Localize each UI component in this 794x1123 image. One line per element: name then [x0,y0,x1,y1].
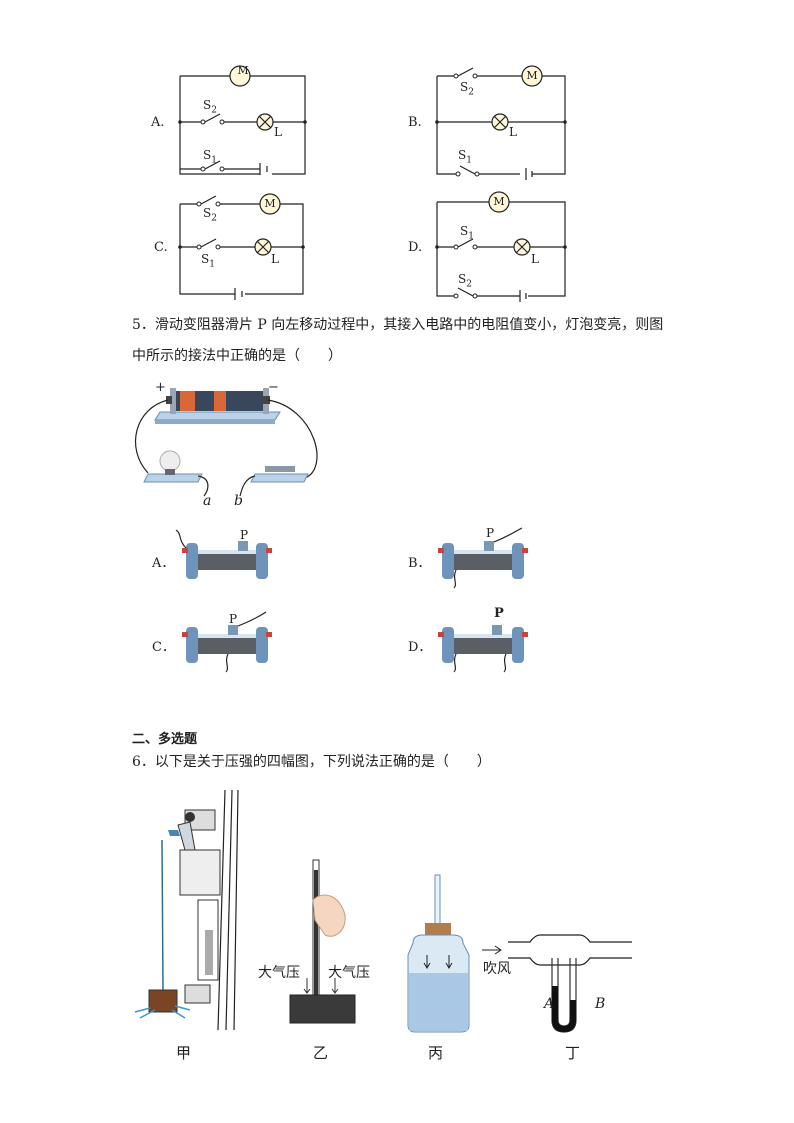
slider-label: P [229,612,238,626]
q4-circuit-c [178,193,305,300]
slider-label: P [240,528,249,542]
motor-label: M [237,64,249,77]
q4-option-c-letter[interactable]: C. [154,240,168,255]
motor-label: M [264,197,276,210]
rheostat-d [438,625,528,673]
q4-circuit-b [435,65,567,180]
q6-text: 6．以下是关于压强的四幅图，下列说法正确的是（ ） [132,754,491,770]
switch-label: S1 [460,224,474,242]
section-title: 二、多选题 [132,732,198,747]
q5-option-d[interactable]: D． [408,640,432,655]
atm-right-label: 大气压 [328,965,370,981]
figure-jia [134,789,239,1031]
q4-option-d-letter[interactable]: D. [408,240,423,255]
switch-label: S2 [460,80,474,98]
terminal-b-label: b [234,493,243,509]
switch-label: S1 [203,148,217,166]
switch-label: S2 [458,272,472,290]
figure-ding [482,934,632,1033]
q4-circuit-d [435,191,567,302]
rheostat-b [438,527,528,589]
switch-label: S2 [203,98,217,116]
q4-circuit-a [178,65,307,175]
lamp-label: L [271,252,279,266]
slider-label: P [494,606,504,621]
q5-option-a[interactable]: A． [152,556,175,571]
caption-ding: 丁 [565,1044,581,1062]
caption-yi: 乙 [313,1044,329,1062]
lamp-label: L [509,125,517,139]
minus-label: − [268,380,279,395]
q4-option-b-letter[interactable]: B. [408,115,422,130]
q5-option-b[interactable]: B． [408,556,431,571]
atm-left-label: 大气压 [258,965,300,981]
blow-label: 吹风 [483,961,511,977]
switch-label: S1 [458,148,472,166]
q5-circuit-illustration [134,388,318,497]
terminal-a-label: a [203,493,212,509]
figure-yi [289,859,356,1024]
q5-text-line1: 5．滑动变阻器滑片 P 向左移动过程中，其接入电路中的电阻值变小，灯泡变亮，则图 [132,317,664,333]
slider-label: P [486,526,495,540]
label-a: A [544,996,555,1012]
label-b: B [595,996,606,1012]
plus-label: + [155,380,166,395]
switch-label: S1 [201,252,215,270]
rheostat-a [175,529,272,579]
q4-option-a-letter[interactable]: A. [151,115,165,130]
lamp-label: L [274,125,282,139]
motor-label: M [493,195,505,208]
caption-bing: 丙 [428,1044,444,1062]
q5-option-c[interactable]: C． [152,640,175,655]
q5-text-line2: 中所示的接法中正确的是（ ） [132,348,342,364]
lamp-label: L [531,252,539,266]
caption-jia: 甲 [176,1044,192,1062]
figure-bing [407,874,470,1033]
switch-label: S2 [203,206,217,224]
motor-label: M [526,69,538,82]
rheostat-c [182,611,272,673]
